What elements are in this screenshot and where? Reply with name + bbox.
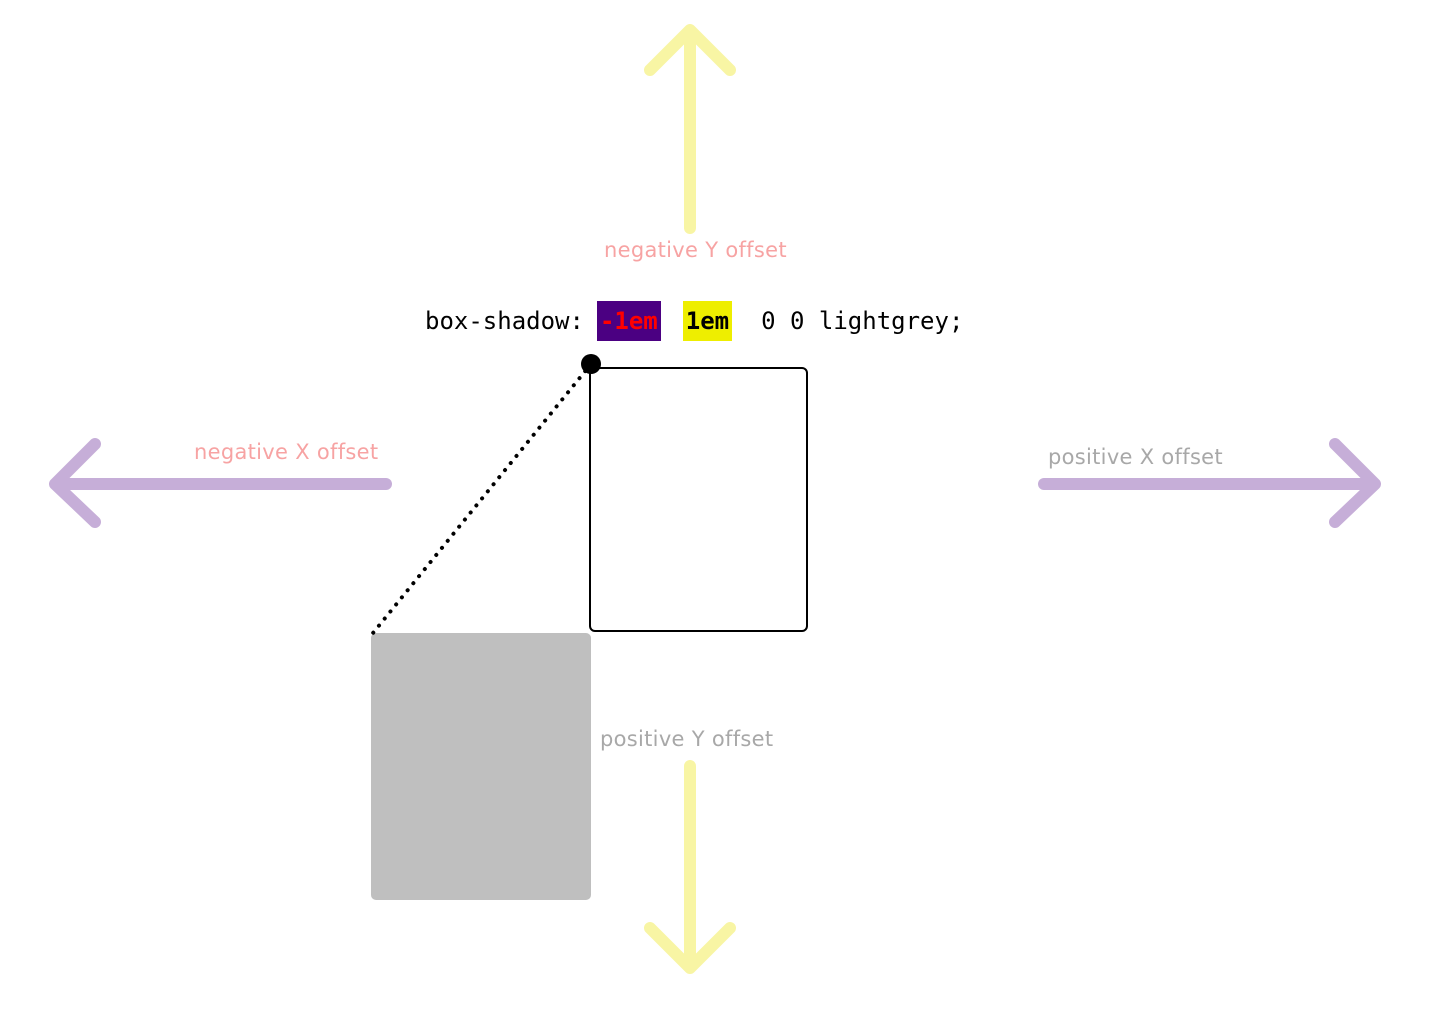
- shadow-box: [371, 633, 591, 900]
- right-arrow-icon: [1038, 438, 1381, 528]
- left-arrow-icon: [49, 438, 392, 528]
- code-rest: 0 0 lightgrey;: [761, 307, 964, 335]
- element-box: [589, 367, 808, 632]
- negative-x-label: negative X offset: [194, 440, 379, 464]
- up-arrow-icon: [644, 24, 736, 234]
- code-property: box-shadow:: [425, 307, 584, 335]
- x-offset-value: -1em: [596, 301, 661, 341]
- box-shadow-code: box-shadow: -1em 1em 0 0 lightgrey;: [425, 301, 963, 341]
- down-arrow-icon: [644, 760, 736, 974]
- negative-y-label: negative Y offset: [604, 238, 787, 262]
- y-offset-value: 1em: [682, 301, 733, 341]
- positive-y-label: positive Y offset: [600, 727, 774, 751]
- positive-x-label: positive X offset: [1048, 445, 1223, 469]
